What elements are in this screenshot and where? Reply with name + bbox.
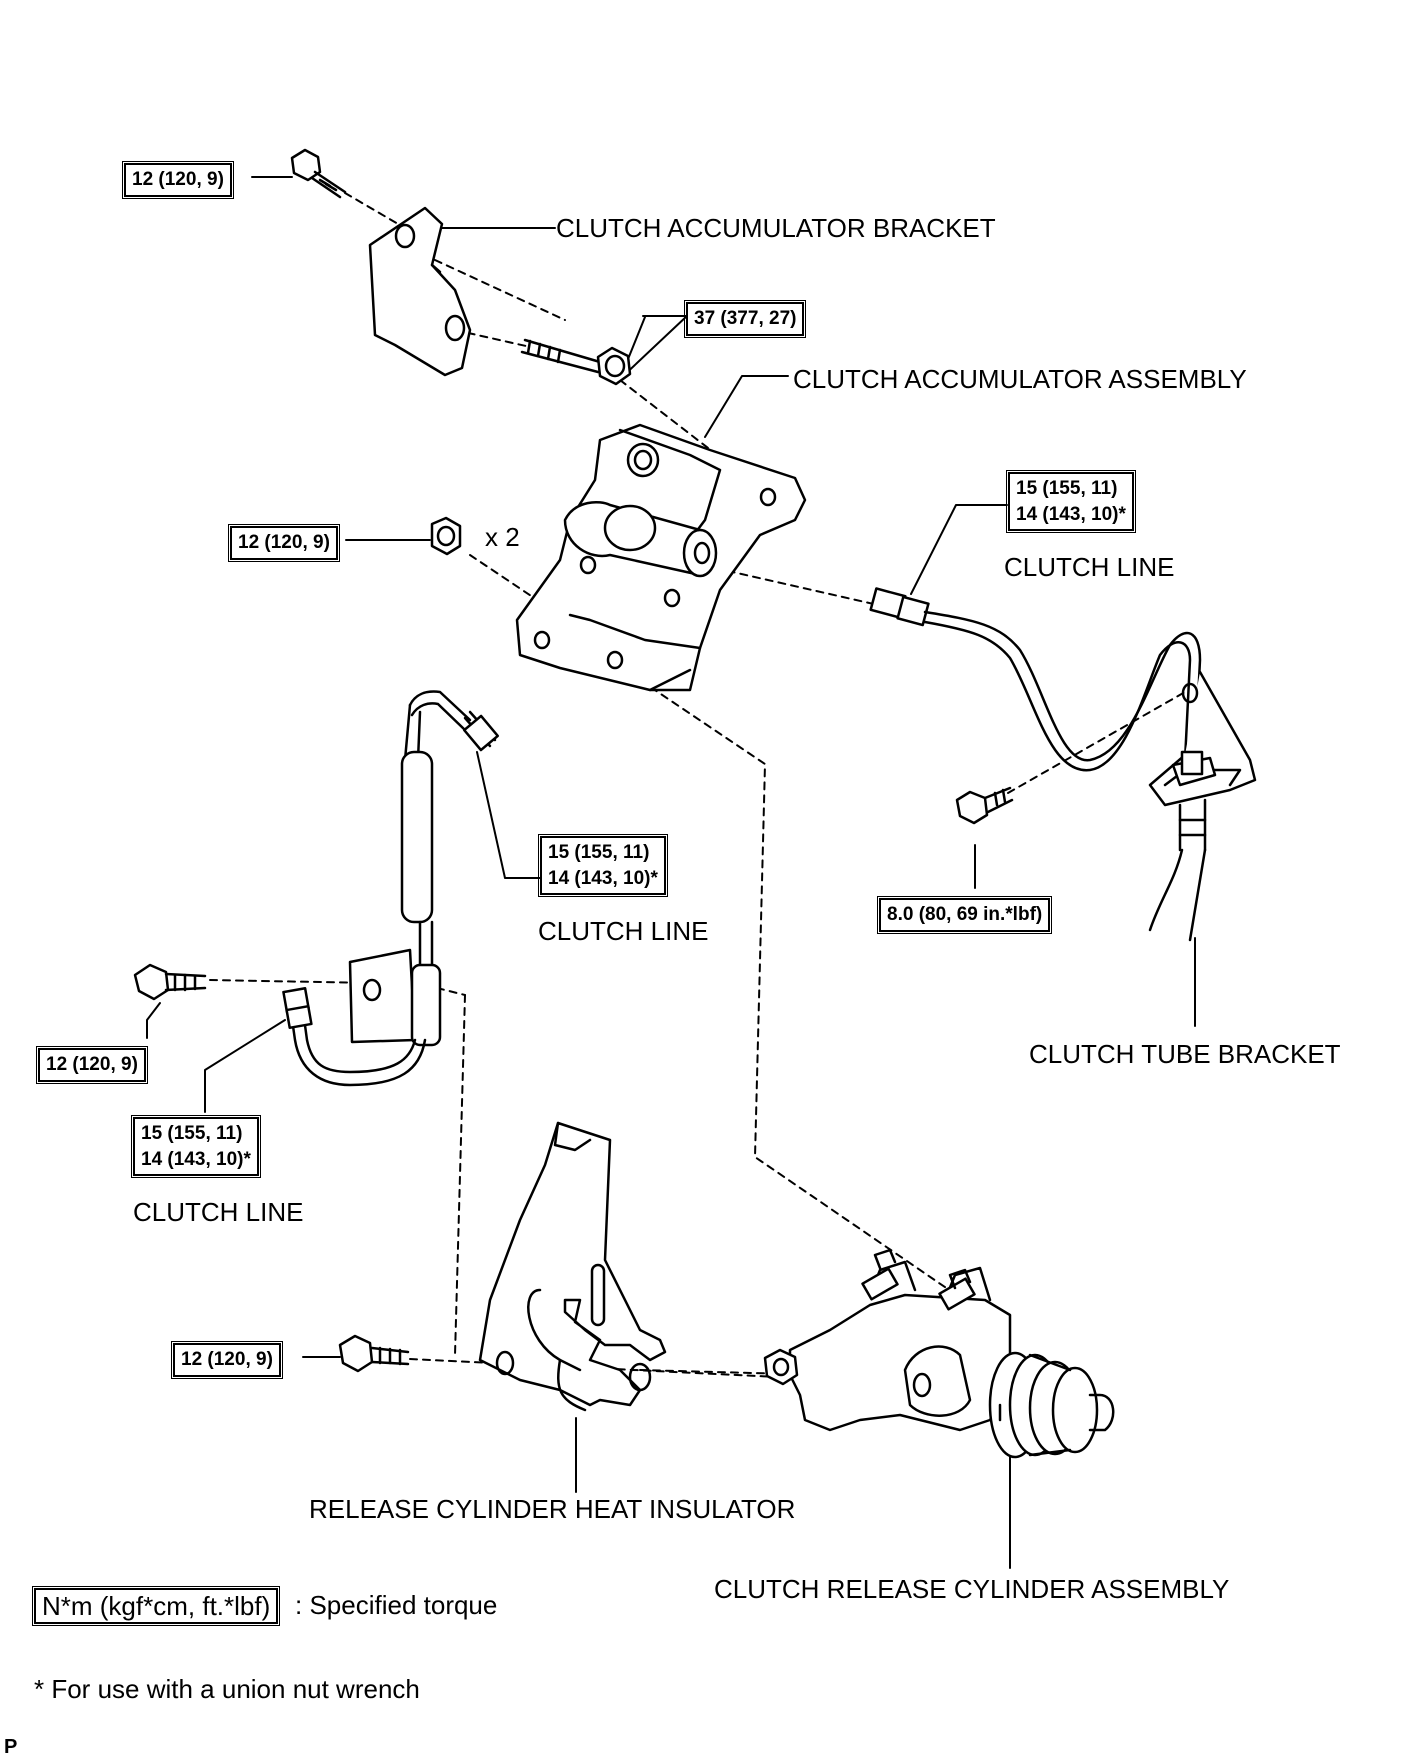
label-clutch-line-left: CLUTCH LINE [133, 1197, 304, 1227]
label-heat-insulator: RELEASE CYLINDER HEAT INSULATOR [309, 1494, 796, 1524]
bolt-8-shape [955, 786, 1014, 825]
torque-label-3: 12 (120, 9) [228, 524, 340, 562]
label-accumulator-bracket: CLUTCH ACCUMULATOR BRACKET [556, 213, 996, 243]
heat-insulator-shape [478, 1121, 667, 1412]
bolt-bottom-shape [338, 1334, 410, 1373]
legend-unit-box: N*m (kgf*cm, ft.*lbf) [31, 1586, 281, 1626]
nut-shape [430, 516, 462, 556]
long-bolt-shape [520, 338, 632, 386]
label-clutch-line-middle: CLUTCH LINE [538, 916, 709, 946]
label-clutch-line-right: CLUTCH LINE [1004, 552, 1175, 582]
torque-label-5-line2: 14 (143, 10)* [548, 867, 658, 889]
torque-label-8-line2: 14 (143, 10)* [141, 1148, 251, 1170]
torque-label-5-line1: 15 (155, 11) [548, 842, 650, 863]
release-cylinder-shape [763, 1248, 1115, 1459]
torque-label-6: 8.0 (80, 69 in.*lbf) [876, 896, 1053, 934]
bolt-left-shape [133, 963, 207, 1001]
right-clutch-line-shape [869, 587, 1257, 942]
torque-label-8-line1: 15 (155, 11) [141, 1123, 243, 1144]
torque-label-8: 15 (155, 11) 14 (143, 10)* [131, 1114, 261, 1179]
bolt-top-left-shape [290, 148, 347, 199]
middle-clutch-line-shape [282, 690, 500, 1087]
corner-mark: P [4, 1736, 18, 1758]
legend-unit-text: : Specified torque [295, 1590, 498, 1620]
torque-label-1: 12 (120, 9) [122, 161, 234, 199]
label-accumulator-assembly: CLUTCH ACCUMULATOR ASSEMBLY [793, 364, 1247, 394]
label-tube-bracket: CLUTCH TUBE BRACKET [1029, 1039, 1341, 1069]
label-quantity: x 2 [485, 522, 520, 552]
torque-label-4-line2: 14 (143, 10)* [1016, 503, 1126, 525]
torque-label-4: 15 (155, 11) 14 (143, 10)* [1006, 469, 1136, 534]
torque-label-2: 37 (377, 27) [683, 300, 807, 338]
accumulator-assembly-shape [515, 423, 807, 692]
torque-label-7: 12 (120, 9) [36, 1046, 148, 1084]
legend-footnote: * For use with a union nut wrench [34, 1674, 420, 1704]
torque-label-9: 12 (120, 9) [171, 1341, 283, 1379]
leader-lines [146, 176, 1196, 1569]
accumulator-bracket-shape [368, 206, 472, 377]
torque-label-5: 15 (155, 11) 14 (143, 10)* [538, 833, 668, 898]
torque-label-4-line1: 15 (155, 11) [1016, 478, 1118, 499]
label-release-cylinder: CLUTCH RELEASE CYLINDER ASSEMBLY [714, 1574, 1230, 1604]
